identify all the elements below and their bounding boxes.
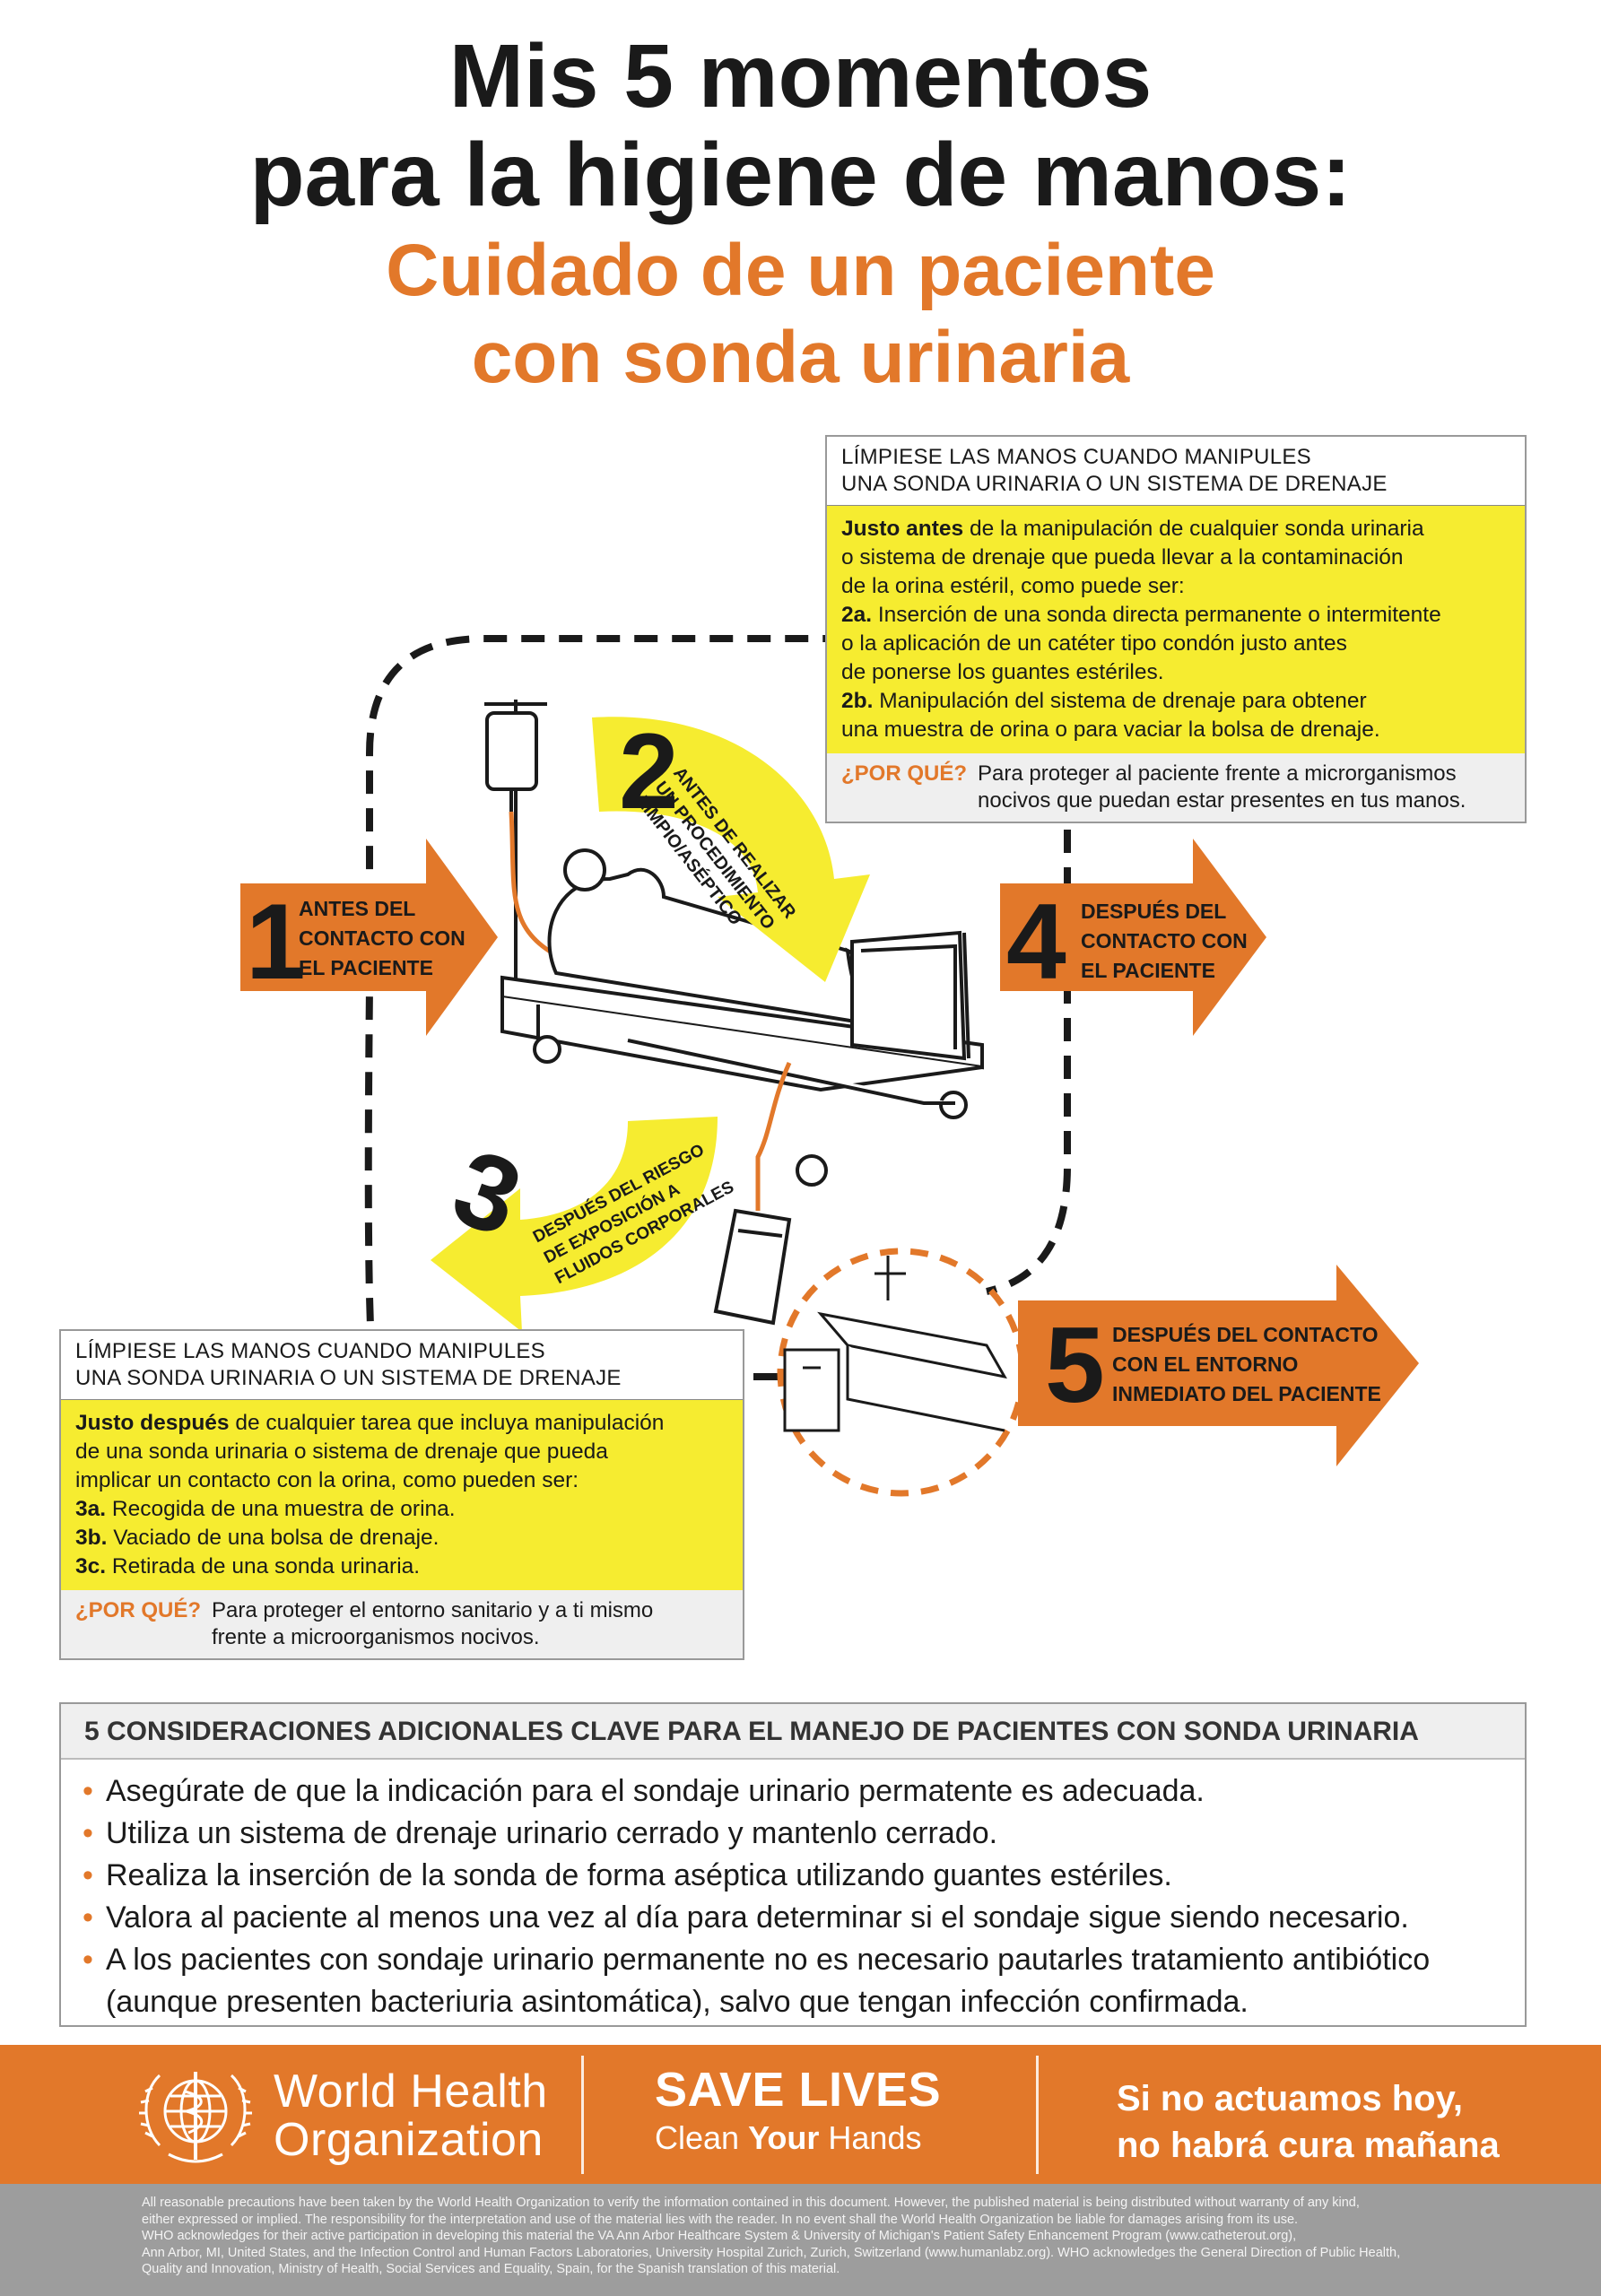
considerations-header: 5 CONSIDERACIONES ADICIONALES CLAVE PARA… [61, 1704, 1525, 1760]
moment-5-label: DESPUÉS DEL CONTACTO CON EL ENTORNO INME… [1112, 1323, 1381, 1405]
list-item: Realiza la inserción de la sonda de form… [79, 1855, 1507, 1897]
disclaimer-text: All reasonable precautions have been tak… [142, 2196, 1401, 2276]
info-box-moment-3: LÍMPIESE LAS MANOS CUANDO MANIPULES UNA … [59, 1329, 744, 1660]
list-item: Utiliza un sistema de drenaje urinario c… [79, 1813, 1507, 1855]
info-box-why: ¿POR QUÉ? Para proteger el entorno sanit… [61, 1590, 743, 1658]
info-box-header: LÍMPIESE LAS MANOS CUANDO MANIPULES UNA … [827, 437, 1525, 506]
arrow-moment-3 [431, 1117, 718, 1332]
who-logo-text: World Health Organization [274, 2066, 548, 2166]
hand-hygiene-diagram [240, 635, 1419, 1497]
info-box-header: LÍMPIESE LAS MANOS CUANDO MANIPULES UNA … [61, 1331, 743, 1400]
moment-5-number: 5 [1045, 1305, 1105, 1425]
list-item: Asegúrate de que la indicación para el s… [79, 1770, 1507, 1813]
arrow-moment-1 [240, 839, 498, 1036]
patient-zone-dashed-border-right [986, 830, 1071, 1295]
moment-4-number: 4 [1006, 882, 1066, 1002]
empty-bed-illustration [783, 1256, 1007, 1432]
subtitle-line-2: con sonda urinaria [471, 317, 1130, 398]
arrow-moment-2 [592, 717, 870, 982]
footer-band [0, 2045, 1601, 2184]
subtitle-line-1: Cuidado de un paciente [386, 230, 1215, 311]
urine-bag-illustration [713, 1061, 792, 1326]
moment-4-label: DESPUÉS DEL CONTACTO CON EL PACIENTE [1081, 900, 1248, 982]
considerations-list: Asegúrate de que la indicación para el s… [61, 1760, 1525, 2023]
title-line-2: para la higiene de manos: [249, 125, 1352, 225]
clean-your-hands-text: Clean Your Hands [655, 2119, 922, 2156]
footer-divider [581, 2056, 584, 2174]
patient-bed-illustration [500, 848, 984, 1187]
info-box-body: Justo antes de la manipulación de cualqu… [827, 506, 1525, 753]
arrow-moment-5 [1018, 1265, 1419, 1466]
disclaimer-band [0, 2184, 1601, 2296]
save-lives-title: SAVE LIVES [655, 2063, 942, 2117]
moment-2-number: 2 [619, 711, 679, 831]
list-item: Valora al paciente al menos una vez al d… [79, 1897, 1507, 1939]
list-item: A los pacientes con sondaje urinario per… [79, 1939, 1507, 2023]
info-box-why: ¿POR QUÉ? Para proteger al paciente fren… [827, 753, 1525, 822]
arrow-moment-4 [1000, 839, 1266, 1036]
info-box-moment-2: LÍMPIESE LAS MANOS CUANDO MANIPULES UNA … [825, 435, 1527, 823]
footer-divider [1036, 2056, 1039, 2174]
patient-zone-dashed-border [364, 635, 825, 1360]
info-box-body: Justo después de cualquier tarea que inc… [61, 1400, 743, 1590]
title-line-1: Mis 5 momentos [448, 26, 1153, 126]
key-considerations-box: 5 CONSIDERACIONES ADICIONALES CLAVE PARA… [59, 1702, 1527, 2027]
campaign-slogan: Si no actuamos hoy, no habrá cura mañana [1117, 2079, 1500, 2165]
moment-1-label: ANTES DEL CONTACTO CON EL PACIENTE [299, 897, 466, 979]
moment-1-number: 1 [246, 882, 306, 1002]
who-emblem-icon [139, 2072, 252, 2163]
